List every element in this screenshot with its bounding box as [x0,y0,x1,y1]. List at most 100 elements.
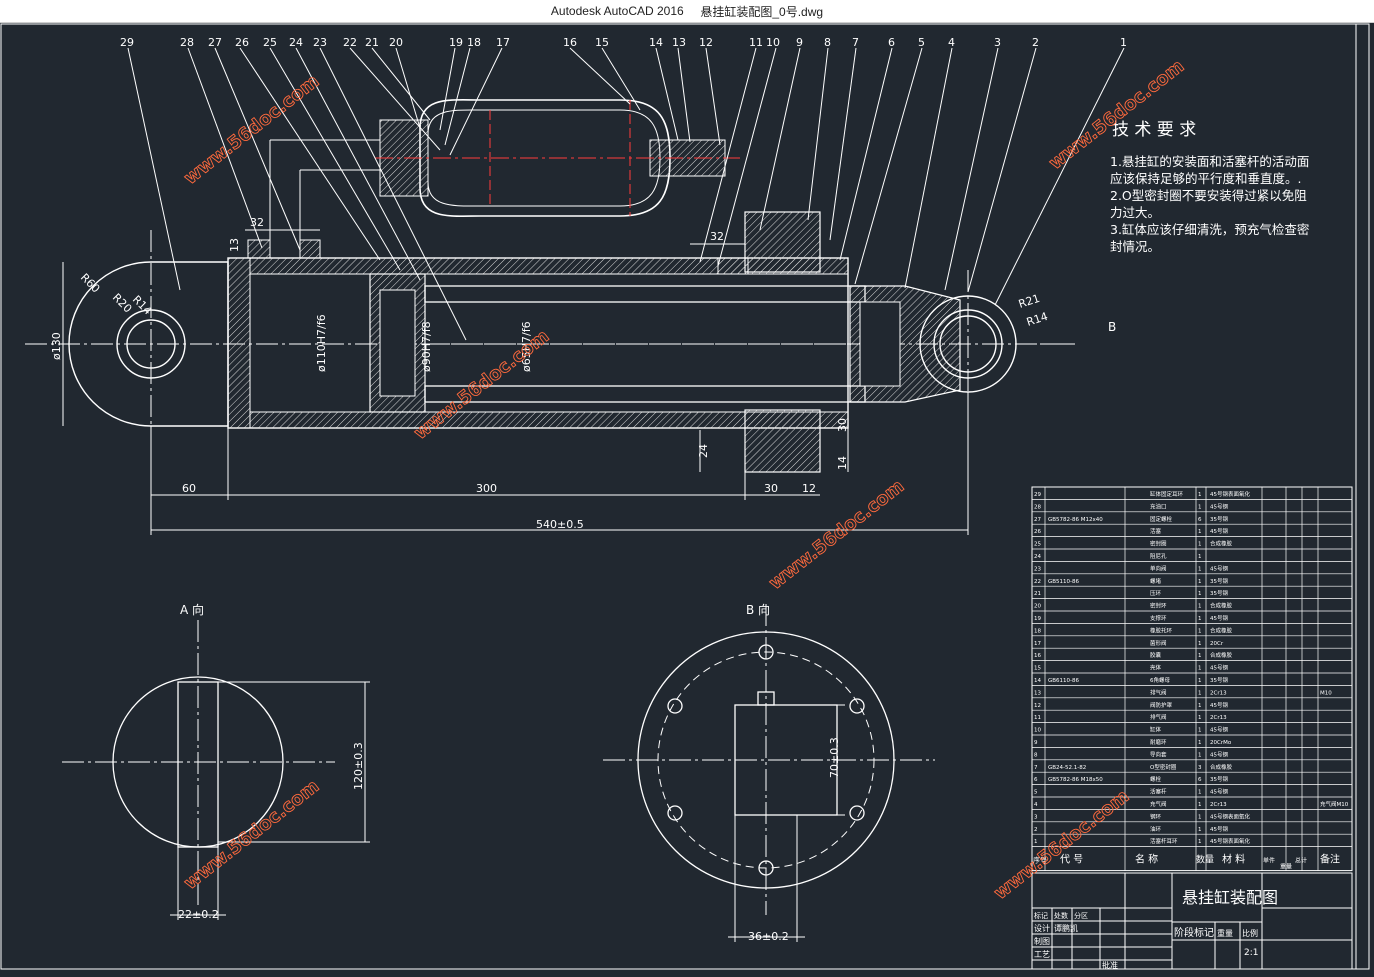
balloon-3: 3 [994,36,1001,49]
bom-cell: 45号钢表面氧化 [1210,490,1250,498]
balloon-20: 20 [389,36,403,49]
balloon-21: 21 [365,36,379,49]
bom-cell: 6角螺母 [1150,676,1170,684]
bom-cell: 45号钢 [1210,527,1228,535]
bom-cell: 1 [1198,827,1202,833]
bom-cell: 密封圈 [1150,540,1167,548]
tb-scale-value: 2:1 [1244,948,1258,958]
dim-r21: R21 [1017,292,1042,311]
balloon-7: 7 [852,36,859,49]
bom-cell: GB5782-86 M18x50 [1048,777,1103,783]
bom-cell: 29 [1034,492,1041,498]
balloon-11: 11 [749,36,763,49]
bom-cell: 17 [1034,641,1041,647]
window-titlebar: Autodesk AutoCAD 2016 悬挂缸装配图_0号.dwg [0,0,1374,23]
tb-scale: 比例 [1242,928,1258,938]
bom-cell: 1 [1198,566,1202,572]
bom-cell: 合成橡胶 [1210,651,1233,659]
tb-zone: 分区 [1074,911,1088,920]
bom-cell: 合成橡胶 [1210,626,1233,634]
sheet-border [0,23,1370,970]
bom-cell: GB24-52.1-82 [1048,765,1086,771]
title-block-text: 悬挂缸装配图 标记 处数 分区 设计 谭鹏凯 制图 工艺 批准 阶段标记 重量 … [1034,888,1278,970]
bom-cell: 45号钢 [1210,664,1228,672]
bom-cell: 1 [1198,641,1202,647]
balloon-22: 22 [343,36,357,49]
balloon-28: 28 [180,36,194,49]
bom-cell: 充气阀M10 [1320,800,1349,808]
bom-cell: 11 [1034,715,1041,721]
dim-120: 120±0.3 [352,742,365,790]
bom-header-weight: 重量 [1280,863,1292,871]
balloon-18: 18 [467,36,481,49]
drawing-canvas[interactable]: 29 28 27 26 25 24 23 22 21 20 19 18 17 1… [0,22,1374,973]
bom-cell: 充油口 [1150,502,1167,510]
bom-cell: 23 [1034,566,1041,572]
bom-cell: 活塞杆 [1150,788,1167,796]
bom-cell: 合成橡胶 [1210,763,1233,771]
balloon-26: 26 [235,36,249,49]
bom-cell: 19 [1034,616,1041,622]
bom-cell: 45号钢 [1210,614,1228,622]
bom-cell: GB6110-86 [1048,678,1080,684]
bom-cell: 45号钢 [1210,825,1228,833]
file-title: 悬挂缸装配图_0号.dwg [700,4,824,19]
bom-cell: 1 [1198,616,1202,622]
bom-cell: 耐磨环 [1150,738,1167,746]
bom-header-cell: 名 称 [1135,853,1158,866]
bom-cell: 合成橡胶 [1210,602,1233,610]
app-title: Autodesk AutoCAD 2016 [550,4,684,18]
bom-cell: 1 [1198,728,1202,734]
bom-cell: 1 [1198,591,1202,597]
requirement-line: 应该保持足够的平行度和垂直度。. [1110,171,1301,186]
bom-cell: 菌形阀 [1150,639,1167,647]
title-block [1031,872,1353,970]
bom-cell: 1 [1198,814,1202,820]
balloon-6: 6 [888,36,895,49]
dim-24: 24 [697,444,710,458]
dim-22: 22±0.2 [178,908,219,921]
bom-cell: 1 [1198,653,1202,659]
requirements-heading: 技 术 要 求 [1112,120,1196,140]
balloon-13: 13 [672,36,686,49]
bom-cell: 1 [1198,529,1202,535]
balloon-4: 4 [948,36,955,49]
bom-cell: 28 [1034,504,1041,510]
requirement-line: 封情况。 [1110,239,1160,254]
bom-cell: 充气阀 [1150,800,1167,808]
bom-cell: 1 [1198,740,1202,746]
bom-cell: O型密封圈 [1150,763,1177,771]
bom-cell: 8 [1034,752,1038,758]
dim-30: 30 [764,482,778,495]
balloon-27: 27 [208,36,222,49]
bom-cell: 压环 [1150,590,1162,597]
dim-13: 13 [228,238,241,252]
drawing-svg[interactable]: 29 28 27 26 25 24 23 22 21 20 19 18 17 1… [0,22,1374,973]
bom-cell: 胶囊 [1150,651,1162,659]
watermark: www.56doc.com [180,776,323,894]
bom-cell: GB5110-86 [1048,579,1080,585]
bom-cell: 4 [1034,802,1038,808]
bom-cell: 螺栓 [1150,775,1162,783]
bom-cell: 27 [1034,517,1041,523]
bom-cell: 1 [1198,752,1202,758]
bom-cell: 10 [1034,728,1041,734]
bom-cell: 45号钢表面氧化 [1210,837,1250,845]
bom-cell: 支撑环 [1150,614,1167,622]
bom-cell: 活塞杆耳环 [1150,837,1178,845]
bom-cell: 缸体 [1150,726,1162,734]
bom-cell: 固定螺栓 [1150,515,1173,523]
requirement-line: 2.O型密封圈不要安装得过紧以免阻 [1110,188,1307,203]
bom-cell: 5 [1034,790,1038,796]
dim-60: 60 [182,482,196,495]
tb-draw: 制图 [1034,936,1050,946]
bom-cell: 3 [1034,814,1038,820]
bom-cell: 1 [1198,839,1202,845]
bom-cell: 20 [1034,604,1041,610]
bom-cell: 22 [1034,579,1041,585]
requirement-line: 3.缸体应该仔细清洗，预充气检查密 [1110,222,1309,237]
bom-cell: M10 [1320,690,1332,696]
bom-cell: 1 [1198,666,1202,672]
bom-cell: 1 [1034,839,1038,845]
